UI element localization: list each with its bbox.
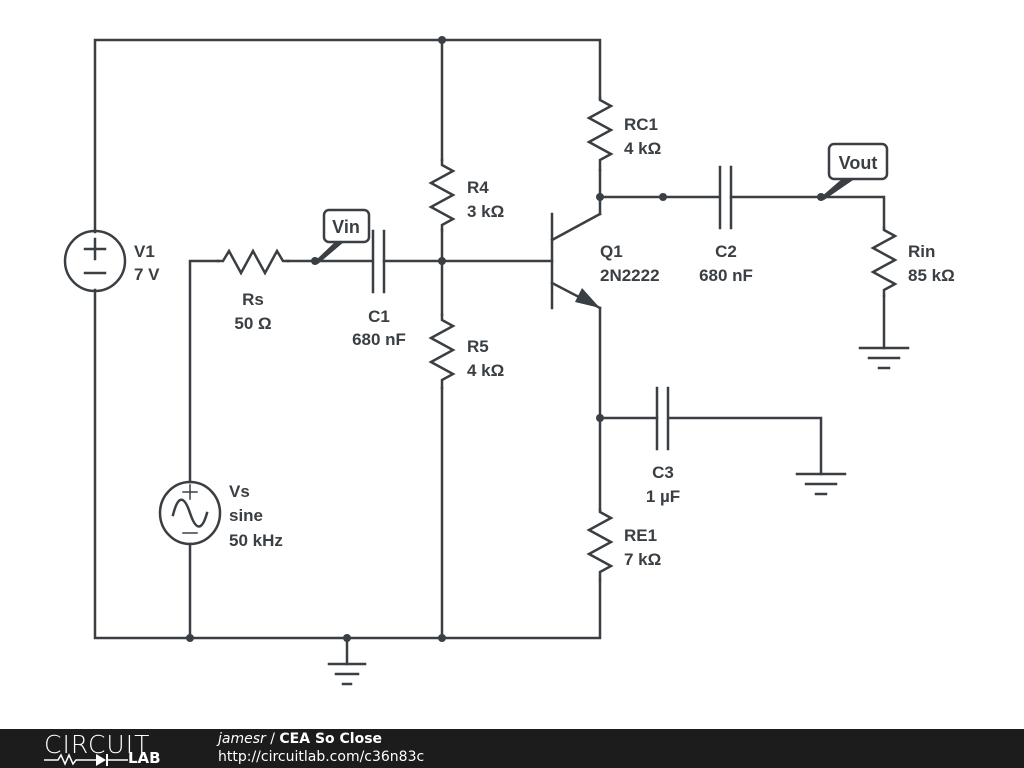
component-v1[interactable]: V1 7 V xyxy=(63,229,160,293)
component-re1[interactable]: RE1 7 kΩ xyxy=(586,508,661,582)
q1-name: Q1 xyxy=(600,242,623,261)
c2-name: C2 xyxy=(715,242,737,261)
component-vs[interactable]: Vs sine 50 kHz xyxy=(158,480,283,550)
dc-source-icon xyxy=(63,229,127,293)
r5-name: R5 xyxy=(467,337,489,356)
r4-name: R4 xyxy=(467,178,489,197)
rc1-name: RC1 xyxy=(624,115,658,134)
c2-value: 680 nF xyxy=(699,266,753,285)
junction-dot xyxy=(343,634,351,642)
resistor-icon xyxy=(216,248,290,276)
r4-value: 3 kΩ xyxy=(467,202,504,221)
wire-vs-top[interactable] xyxy=(188,259,220,484)
junction-dot xyxy=(659,193,667,201)
component-c2[interactable]: C2 680 nF xyxy=(699,165,753,285)
junctions xyxy=(186,36,825,642)
q1-value: 2N2222 xyxy=(600,266,660,285)
probe-vin[interactable]: Vin xyxy=(315,208,371,264)
probe-vout[interactable]: Vout xyxy=(821,142,889,200)
component-c1[interactable]: C1 680 nF xyxy=(352,229,406,349)
wire-v1-bottom[interactable] xyxy=(93,288,602,640)
rs-value: 50 Ω xyxy=(234,314,271,333)
junction-dot xyxy=(596,414,604,422)
ground-rin xyxy=(858,346,910,370)
wire-c3-ground[interactable] xyxy=(667,416,823,476)
resistor-icon xyxy=(586,508,614,582)
wire-c2-rin[interactable] xyxy=(729,195,886,230)
v1-name: V1 xyxy=(134,242,155,261)
c3-name: C3 xyxy=(652,463,674,482)
junction-dot xyxy=(438,257,446,265)
rin-value: 85 kΩ xyxy=(908,266,955,285)
re1-value: 7 kΩ xyxy=(624,550,661,569)
probe-label-box xyxy=(322,208,371,244)
rin-name: Rin xyxy=(908,242,935,261)
sine-source-icon xyxy=(158,480,222,546)
resistor-icon xyxy=(586,96,614,172)
ground-c3 xyxy=(795,472,847,496)
circuit-title[interactable]: CEA So Close xyxy=(279,731,383,747)
c1-value: 680 nF xyxy=(352,330,406,349)
component-r5[interactable]: R5 4 kΩ xyxy=(428,313,504,390)
junction-dot xyxy=(438,36,446,44)
vout-label: Vout xyxy=(839,153,878,173)
junction-dot xyxy=(186,634,194,642)
junction-dot xyxy=(438,634,446,642)
probe-label-box xyxy=(827,142,889,181)
vin-label: Vin xyxy=(332,217,360,237)
rc1-value: 4 kΩ xyxy=(624,139,661,158)
footer-title-line: jamesr / CEA So Close xyxy=(218,731,382,747)
resistor-icon xyxy=(870,226,898,298)
footer-bar: CIRCUIT LAB jamesr / CEA So Close http:/… xyxy=(0,729,1024,768)
junction-dot xyxy=(596,193,604,201)
wire-top-rail[interactable] xyxy=(93,38,602,234)
component-rin[interactable]: Rin 85 kΩ xyxy=(870,226,955,298)
v1-value: 7 V xyxy=(134,265,160,284)
resistor-icon xyxy=(428,313,456,390)
resistor-icon xyxy=(428,158,456,232)
wires xyxy=(93,38,886,666)
logo-resistor-diode-icon xyxy=(44,753,128,766)
title-separator: / xyxy=(265,731,280,747)
component-rc1[interactable]: RC1 4 kΩ xyxy=(586,96,661,172)
c3-value: 1 µF xyxy=(646,487,680,506)
vs-name: Vs xyxy=(229,482,250,501)
circuit-schematic: V1 7 V Vs sine 50 kHz Rs 50 Ω C1 680 nF … xyxy=(63,36,955,686)
author-link[interactable]: jamesr xyxy=(218,731,266,747)
ground-main xyxy=(327,662,367,686)
re1-name: RE1 xyxy=(624,526,657,545)
component-c3[interactable]: C3 1 µF xyxy=(646,386,680,506)
rs-name: Rs xyxy=(242,290,264,309)
vs-value: 50 kHz xyxy=(229,531,283,550)
component-rs[interactable]: Rs 50 Ω xyxy=(216,248,290,333)
component-q1[interactable]: Q1 2N2222 xyxy=(550,212,660,310)
component-r4[interactable]: R4 3 kΩ xyxy=(428,158,504,232)
r5-value: 4 kΩ xyxy=(467,361,504,380)
vs-type: sine xyxy=(229,506,263,525)
logo-circuit-text: CIRCUIT xyxy=(44,730,151,759)
logo-lab-text: LAB xyxy=(128,749,161,767)
circuit-url[interactable]: http://circuitlab.com/c36n83c xyxy=(218,749,425,765)
c1-name: C1 xyxy=(368,307,390,326)
